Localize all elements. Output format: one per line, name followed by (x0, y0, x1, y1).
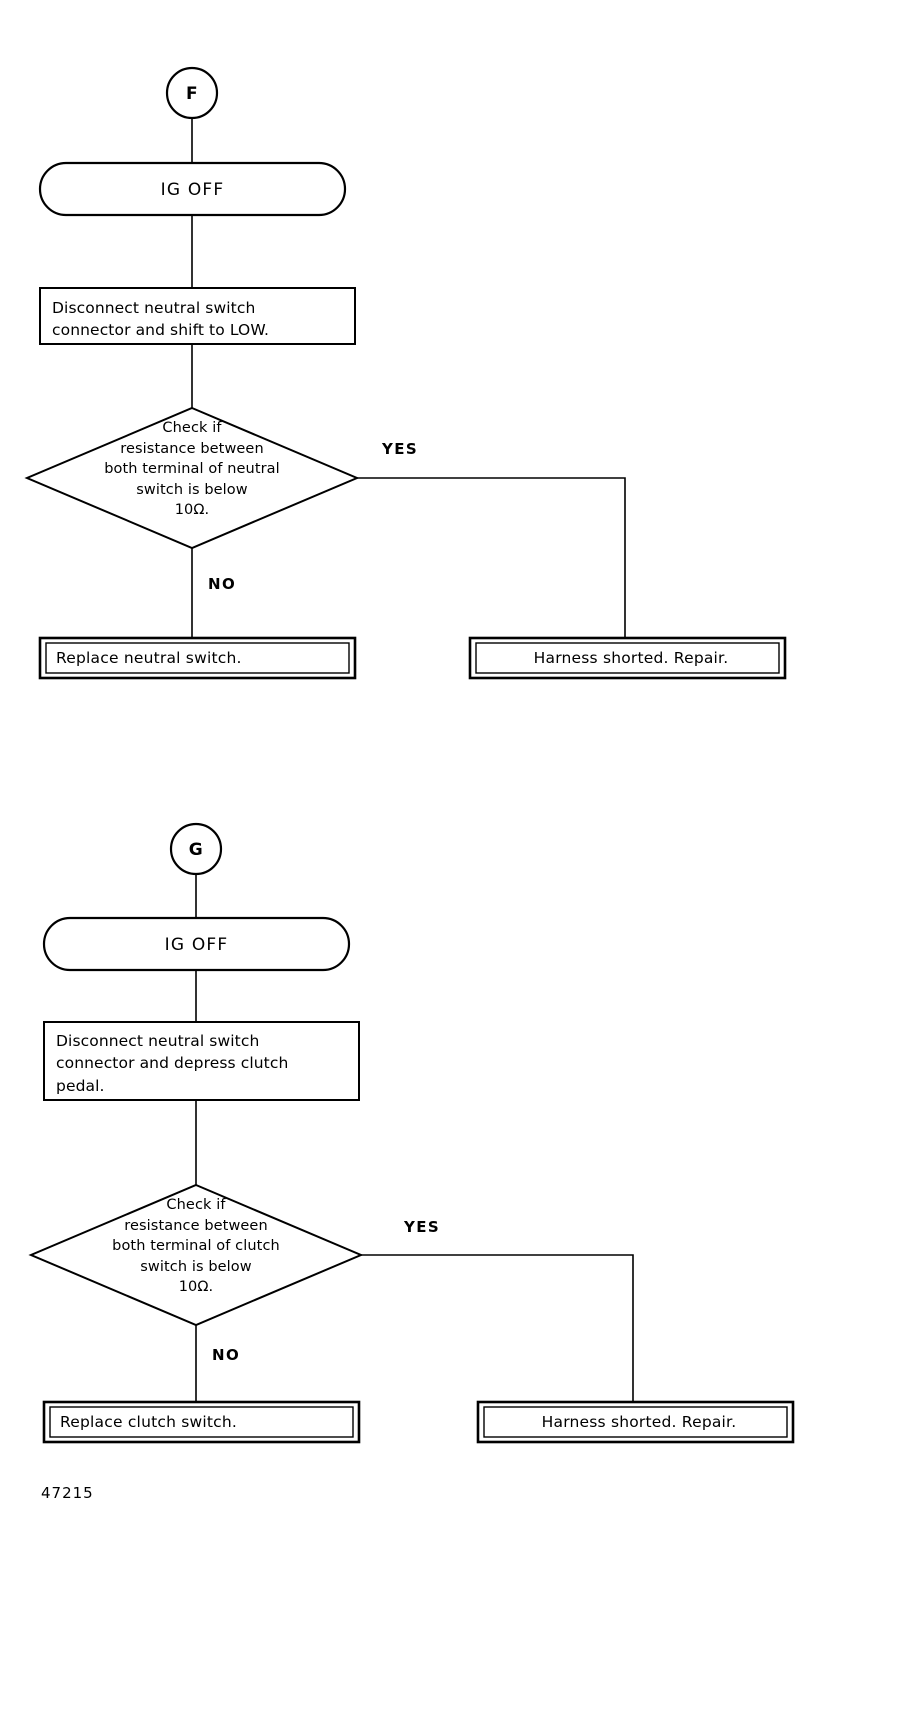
result-box-g-no-inner (49, 1406, 354, 1438)
result-label-g-yes: Harness shorted. Repair. (541, 1413, 737, 1431)
branch-label-g-no: NO (212, 1346, 241, 1364)
edge-f-yes (356, 477, 626, 639)
decision-label-f: Check if resistance between both termina… (104, 420, 280, 519)
result-box-g-yes-inner (483, 1406, 788, 1438)
result-label-g-no: Replace clutch switch. (60, 1413, 238, 1431)
edge-g-yes (360, 1254, 634, 1403)
result-label-f-no: Replace neutral switch. (56, 649, 242, 667)
process-label-f: Disconnect neutral switch connector and … (52, 299, 269, 340)
branch-label-f-yes: YES (382, 440, 419, 458)
result-box-g-yes-outer (476, 1400, 795, 1444)
start-label-f: IG OFF (160, 180, 225, 200)
process-box-g (43, 1021, 360, 1101)
result-box-f-yes-inner (475, 642, 780, 674)
branch-label-g-yes: YES (404, 1218, 441, 1236)
branch-label-f-no: NO (208, 575, 237, 593)
connector-label-f: F (185, 84, 199, 104)
process-label-g: Disconnect neutral switch connector and … (56, 1032, 289, 1095)
start-label-g: IG OFF (164, 935, 229, 955)
result-box-f-no-outer (38, 636, 357, 680)
process-box-f (39, 287, 356, 345)
decision-label-g: Check if resistance between both termina… (112, 1197, 280, 1296)
result-box-f-yes-outer (468, 636, 787, 680)
connector-label-g: G (188, 840, 204, 860)
result-box-g-no-outer (42, 1400, 361, 1444)
figure-number: 47215 (41, 1484, 94, 1502)
result-label-f-yes: Harness shorted. Repair. (533, 649, 729, 667)
result-box-f-no-inner (45, 642, 350, 674)
